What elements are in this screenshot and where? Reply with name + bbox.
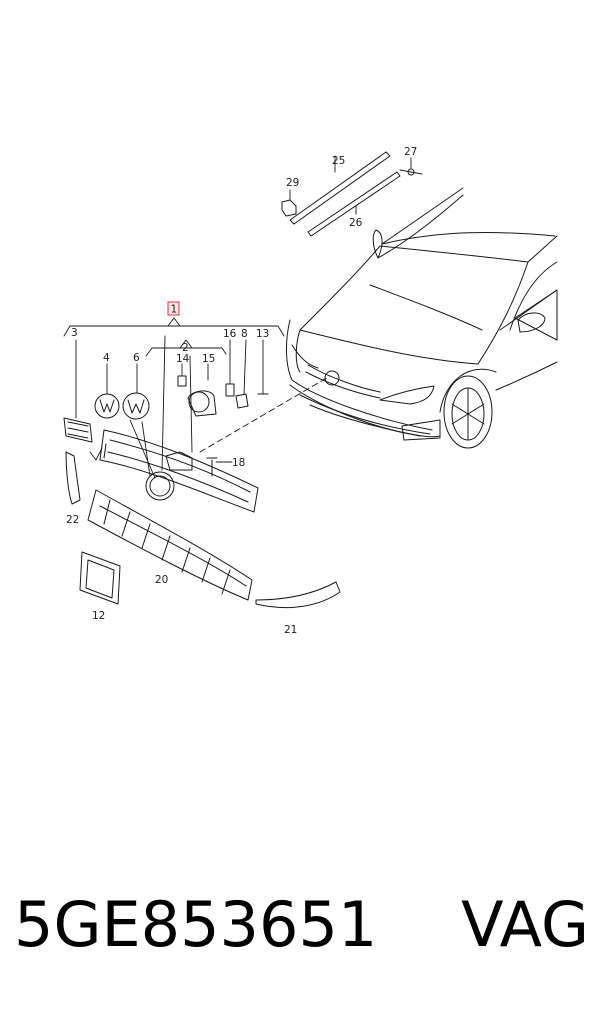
- callout-21[interactable]: 21: [284, 624, 297, 636]
- callout-20[interactable]: 20: [155, 574, 168, 586]
- leader-lines: [63, 155, 412, 479]
- grille-assembly: [63, 375, 341, 609]
- brand-name: VAG: [461, 888, 589, 961]
- callout-labels: 1 2 3 4 6 14 15 16 8 13 18 22 20 12 21 2…: [66, 146, 417, 636]
- callout-4[interactable]: 4: [103, 352, 110, 364]
- callout-26[interactable]: 26: [349, 217, 363, 229]
- callout-16[interactable]: 16: [223, 328, 237, 340]
- callout-25[interactable]: 25: [332, 155, 345, 167]
- callout-2[interactable]: 2: [182, 342, 189, 354]
- caption: 5GE853651 VAG: [14, 888, 589, 978]
- callout-1[interactable]: 1: [171, 304, 178, 316]
- callout-8[interactable]: 8: [241, 328, 248, 340]
- callout-6[interactable]: 6: [133, 352, 140, 364]
- callout-18[interactable]: 18: [232, 457, 245, 469]
- callout-22[interactable]: 22: [66, 514, 79, 526]
- callout-29[interactable]: 29: [286, 177, 299, 189]
- callout-27[interactable]: 27: [404, 146, 417, 158]
- part-number: 5GE853651: [14, 888, 378, 961]
- callout-13[interactable]: 13: [256, 328, 269, 340]
- roof-trim-parts: [281, 151, 423, 237]
- callout-14[interactable]: 14: [176, 353, 190, 365]
- highlight-box: [167, 301, 180, 316]
- car-illustration: [286, 187, 558, 449]
- callout-15[interactable]: 15: [202, 353, 215, 365]
- callout-12[interactable]: 12: [92, 610, 105, 622]
- callout-3[interactable]: 3: [71, 327, 78, 339]
